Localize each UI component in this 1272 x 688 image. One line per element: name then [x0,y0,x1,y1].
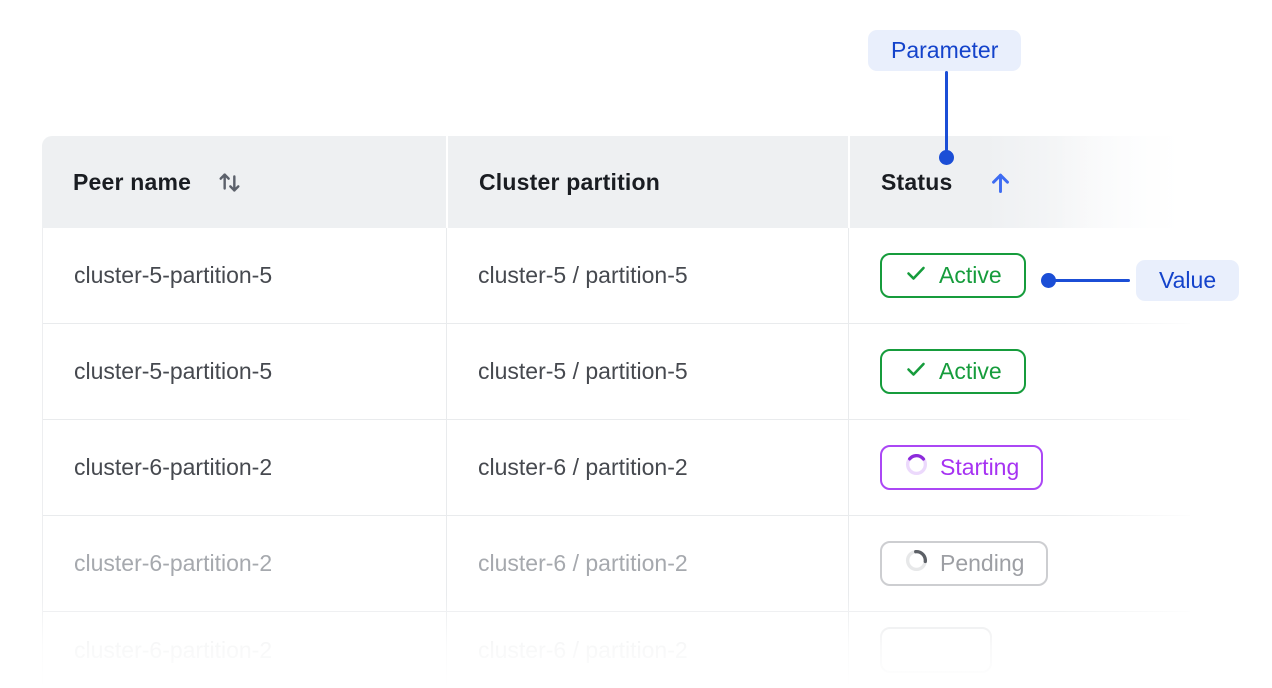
parameter-callout-line [945,71,948,151]
status-label: Starting [940,454,1020,480]
value-callout-line [1053,279,1130,282]
value-callout-dot [1041,273,1056,288]
cluster-partition-cell: cluster-6 / partition-2 [446,420,848,515]
sort-ascending-icon [987,169,1014,196]
table-row[interactable]: cluster-5-partition-5 cluster-5 / partit… [43,324,1190,420]
status-badge: Starting [880,445,1044,490]
ghost-status-badge [880,627,992,673]
table-row[interactable]: cluster-6-partition-2 cluster-6 / partit… [43,420,1190,516]
status-cell [848,612,1190,688]
spinner-icon [904,452,929,483]
status-badge: Active [880,253,1026,298]
spinner-icon [904,548,929,579]
cluster-partition-cell: cluster-5 / partition-5 [446,228,848,323]
sort-both-icon [215,168,244,197]
column-header-status[interactable]: Status [848,136,1190,228]
status-cell: Active [848,228,1190,323]
status-cell: Active [848,324,1190,419]
column-header-label: Peer name [73,168,192,195]
status-badge: Active [880,349,1026,394]
check-icon [904,357,928,387]
peer-name-cell: cluster-5-partition-5 [74,358,273,384]
column-header-label: Cluster partition [479,168,661,195]
status-badge: Pending [880,541,1049,586]
peer-name-cell: cluster-5-partition-5 [74,262,273,288]
parameter-callout-dot [939,150,954,165]
table-row[interactable]: cluster-5-partition-5 cluster-5 / partit… [43,228,1190,324]
status-cell: Pending [848,516,1190,611]
peer-name-cell: cluster-6-partition-2 [74,550,273,576]
column-header-peer-name[interactable]: Peer name [42,136,446,228]
table-body: cluster-5-partition-5 cluster-5 / partit… [42,228,1190,688]
cluster-partition-cell: cluster-6 / partition-2 [446,612,848,688]
column-header-label: Status [881,168,953,195]
cluster-partition-cell: cluster-5 / partition-5 [446,324,848,419]
ghost-row: cluster-6-partition-2 cluster-6 / partit… [43,612,1190,688]
peer-name-cell: cluster-6-partition-2 [74,636,273,663]
column-header-cluster-partition: Cluster partition [446,136,848,228]
table-header-row: Peer name Cluster partition Status [42,136,1190,228]
cluster-partition-cell: cluster-6 / partition-2 [446,516,848,611]
table-row[interactable]: cluster-6-partition-2 cluster-6 / partit… [43,516,1190,612]
value-callout-label: Value [1136,260,1240,301]
peers-table: Peer name Cluster partition Status [42,136,1190,688]
status-label: Pending [940,550,1025,576]
parameter-callout-label: Parameter [868,30,1022,71]
peer-name-cell: cluster-6-partition-2 [74,454,273,480]
status-cell: Starting [848,420,1190,515]
check-icon [904,261,928,291]
status-label: Active [939,262,1002,288]
status-label: Active [939,358,1002,384]
